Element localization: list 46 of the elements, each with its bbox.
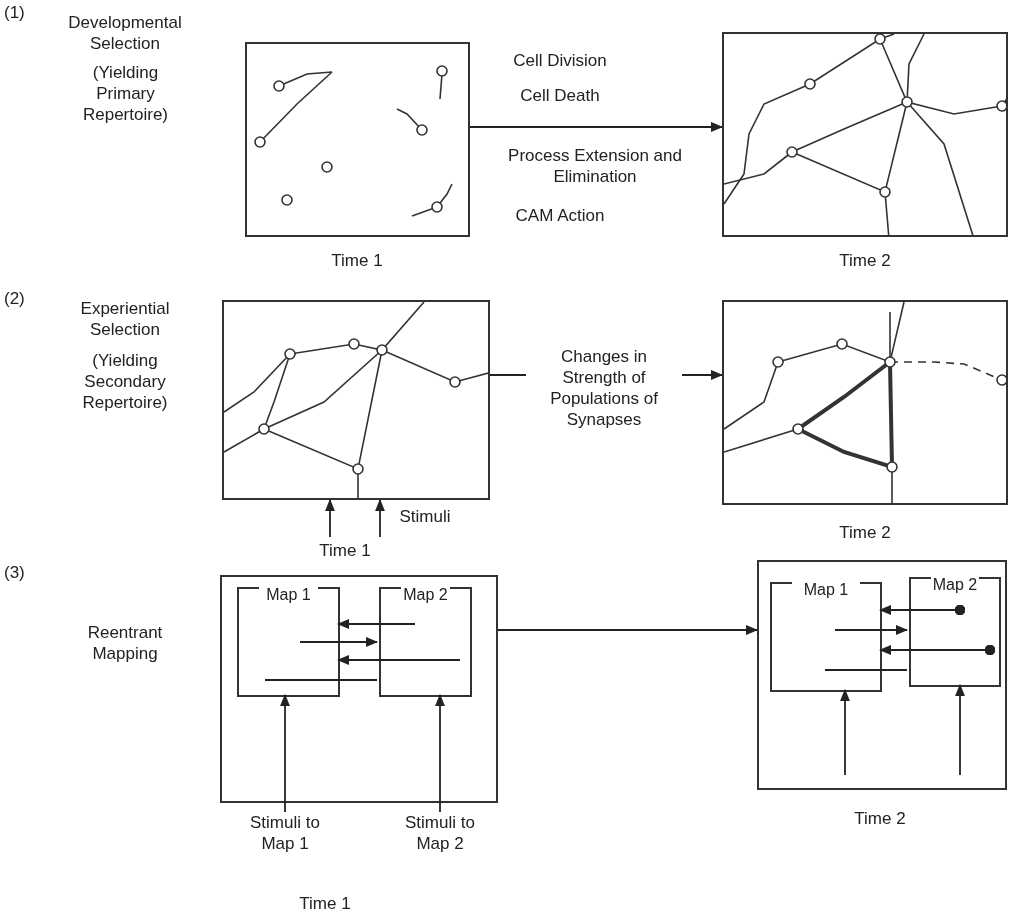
arrow — [839, 688, 851, 776]
stimulus-label: Stimuli to Map 2 — [395, 812, 485, 878]
panel-frame — [245, 42, 470, 237]
map-title: Map 1 — [792, 581, 860, 599]
map-box — [237, 587, 340, 697]
annotation-text: Developmental Selection — [67, 12, 183, 54]
time-caption: Time 2 — [853, 808, 907, 829]
annotation-text: Reentrant Mapping — [86, 622, 164, 664]
time-caption: Time 2 — [838, 250, 892, 271]
arrow — [469, 121, 724, 133]
annotation-text: Stimuli — [398, 506, 452, 527]
stimulus-label: Stimuli to Map 1 — [240, 812, 330, 878]
annotation-text: CAM Action — [514, 205, 606, 226]
annotation-text: Time 1 — [298, 893, 352, 914]
arrow — [434, 693, 446, 813]
annotation-text: Cell Death — [519, 85, 601, 106]
map-title: Map 1 — [259, 586, 318, 604]
map-box — [909, 577, 1001, 687]
annotation-text: Cell Division — [512, 50, 608, 71]
annotation-text: (Yielding Primary Repertoire) — [81, 62, 169, 125]
section-number: (2) — [4, 288, 26, 309]
arrow — [834, 624, 909, 636]
arrow — [299, 636, 379, 648]
time-caption: Time 1 — [330, 250, 384, 271]
arrow — [279, 693, 291, 813]
arrow — [497, 624, 759, 636]
panel-frame — [757, 560, 1007, 790]
arrow — [878, 644, 996, 656]
panel-frame — [220, 575, 498, 803]
map-title: Map 2 — [401, 586, 450, 604]
time-caption: Time 1 — [318, 540, 372, 561]
arrow — [324, 498, 336, 538]
annotation-text: (Yielding Secondary Repertoire) — [81, 350, 169, 413]
time-caption: Time 2 — [838, 522, 892, 543]
arrow — [336, 618, 416, 630]
section-number: (1) — [4, 2, 26, 23]
map-box — [379, 587, 472, 697]
map-title: Map 2 — [931, 576, 979, 594]
arrow — [878, 604, 966, 616]
map-box — [770, 582, 882, 692]
arrow — [954, 683, 966, 776]
annotation-text: Process Extension and Elimination — [507, 145, 683, 187]
arrow — [374, 498, 386, 538]
annotation-text: Experiential Selection — [79, 298, 171, 340]
arrow — [336, 654, 461, 666]
section-number: (3) — [4, 562, 26, 583]
